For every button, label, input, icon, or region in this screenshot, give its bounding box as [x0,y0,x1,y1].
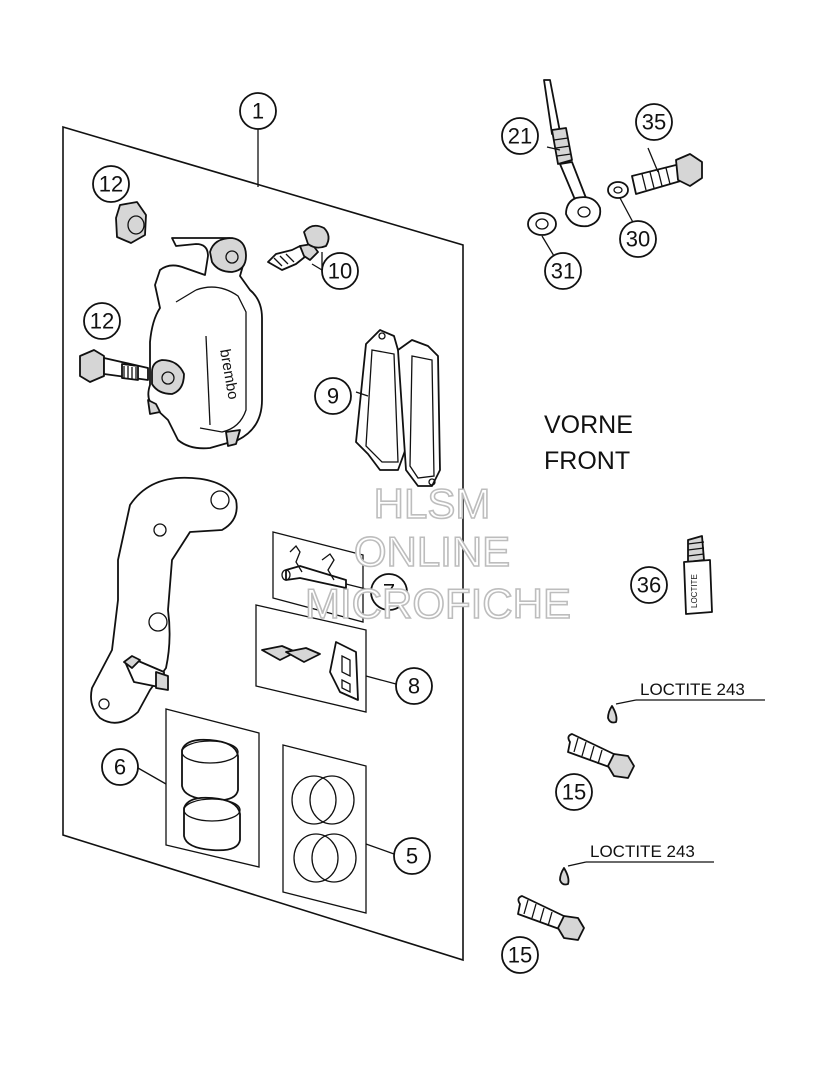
svg-text:12: 12 [90,309,114,334]
seal-kit-part [291,775,357,883]
callout-12-lower: 12 [83,302,121,340]
caliper-bracket-part [90,476,238,724]
spring-kit-part [261,641,359,701]
callout-15-lower: 15 [501,936,539,974]
brake-pads-part [355,329,441,487]
tube-label-text: LOCTITE [690,574,699,608]
svg-text:10: 10 [328,259,352,284]
bleed-cap-part [115,201,147,244]
bolt-15-lower-part [517,895,585,941]
svg-text:35: 35 [642,110,666,135]
svg-text:30: 30 [626,227,650,252]
svg-text:15: 15 [508,943,532,968]
bolt-15-upper-part [567,733,635,779]
callout-8: 8 [395,667,433,705]
svg-text:12: 12 [99,172,123,197]
callout-36: 36 [630,566,668,604]
assembly-panel [62,125,464,962]
svg-text:5: 5 [406,844,418,869]
loctite-tube-part: LOCTITE [683,535,713,615]
svg-text:8: 8 [408,674,420,699]
callout-21: 21 [501,117,539,155]
watermark-line3: MICROFICHE [305,580,571,627]
svg-text:9: 9 [327,384,339,409]
watermark-line2: ONLINE [354,528,510,575]
callout-31: 31 [544,252,582,290]
callout-1: 1 [239,92,277,130]
callout-30: 30 [619,220,657,258]
svg-text:6: 6 [114,755,126,780]
svg-text:1: 1 [252,99,264,124]
loctite-label-lower: LOCTITE 243 [590,842,695,861]
svg-text:7: 7 [383,580,395,605]
pin-kit-box [272,531,364,623]
vorne-label: VORNE [544,411,633,439]
piston-kit-box [165,708,260,868]
svg-text:36: 36 [637,573,661,598]
loctite-label-upper: LOCTITE 243 [640,680,745,699]
caliper-bolt-part [79,349,149,383]
svg-text:21: 21 [508,124,532,149]
callout-10: 10 [321,252,359,290]
loctite-drop-lower-icon [559,867,570,886]
washer-30-part [607,181,629,199]
piston-kit-part [181,738,241,852]
banjo-bolt-part [631,153,703,195]
svg-text:15: 15 [562,780,586,805]
callout-9: 9 [314,377,352,415]
callout-15-upper: 15 [555,773,593,811]
brake-line-part [543,79,602,228]
callout-6: 6 [101,748,139,786]
watermark-line1: HLSM [374,480,491,527]
bleed-valve-part [267,224,330,271]
callout-35: 35 [635,103,673,141]
svg-text:31: 31 [551,259,575,284]
callout-12-upper: 12 [92,165,130,203]
loctite-drop-upper-icon [607,705,618,724]
pad-pin-kit-part [281,544,347,589]
spring-kit-box [255,604,367,713]
washer-31-part [527,212,557,236]
brake-caliper-part: brembo [147,237,263,450]
front-label: FRONT [544,447,630,475]
callout-7: 7 [370,573,408,611]
callout-5: 5 [393,837,431,875]
seal-kit-box [282,744,367,914]
